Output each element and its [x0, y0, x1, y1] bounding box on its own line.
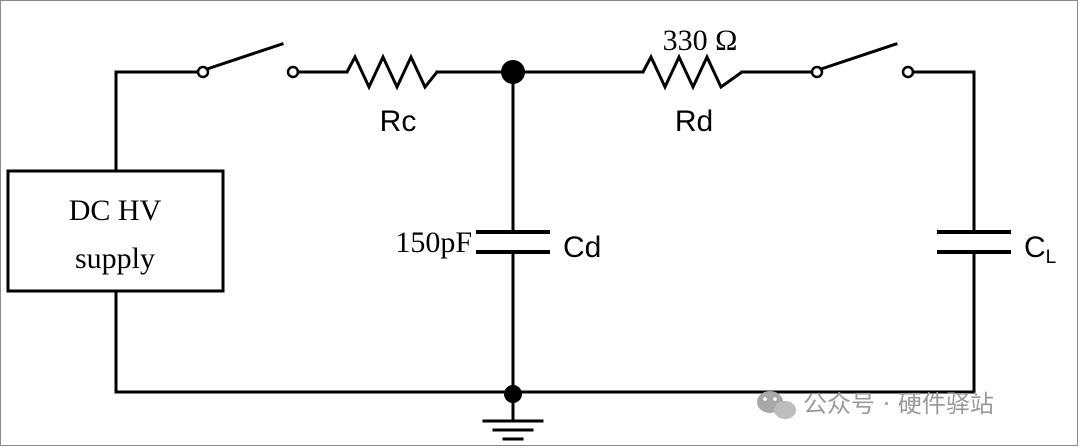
- cd-label: Cd: [563, 231, 601, 264]
- supply-label-line2: supply: [75, 242, 155, 275]
- switch-2: [810, 42, 915, 79]
- capacitor-cd: [476, 230, 550, 254]
- supply-label-line1: DC HV: [69, 194, 162, 227]
- watermark-text: 公众号 · 硬件驿站: [803, 390, 994, 418]
- rd-label: Rd: [675, 105, 713, 138]
- ground-symbol: [482, 392, 544, 441]
- rc-label: Rc: [380, 105, 417, 138]
- resistor-rd: [641, 53, 743, 91]
- capacitor-cl: [937, 230, 1011, 254]
- wechat-icon: [757, 391, 796, 419]
- rd-value-label: 330 Ω: [663, 24, 738, 57]
- cd-value-label: 150pF: [395, 226, 472, 259]
- cl-label: CL: [1024, 231, 1056, 268]
- cl-label-sub: L: [1046, 247, 1057, 268]
- resistor-rc: [345, 53, 439, 91]
- cl-label-main: C: [1024, 231, 1046, 264]
- switch-1: [196, 42, 300, 79]
